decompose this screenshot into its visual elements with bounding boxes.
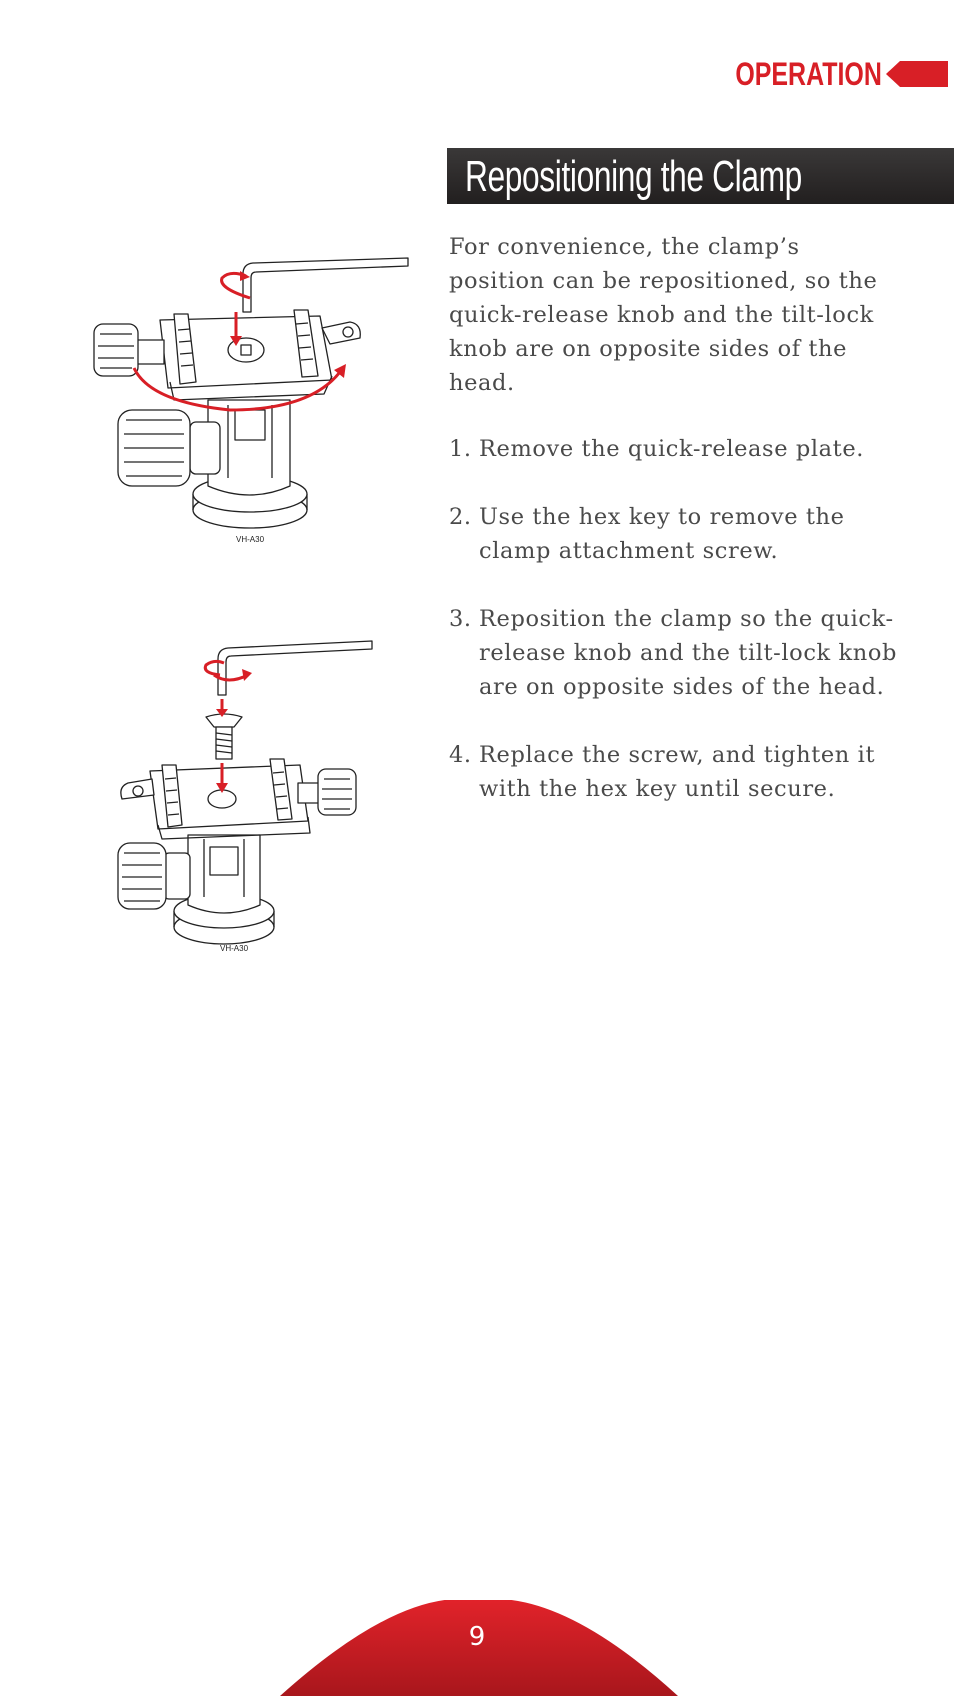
step-text: Remove the quick-release plate. [479,436,864,462]
step-text: Use the hex key to remove the clamp atta… [479,504,845,564]
clamp-rotation-illustration: VH-A30 [93,257,409,544]
step-number: 4. [449,742,472,768]
intro-paragraph: For convenience, the clamp’s position ca… [449,234,878,396]
step-item: 3. Reposition the clamp so the quick-rel… [449,602,919,704]
section-tag: OPERATION [694,54,948,94]
section-label: OPERATION [735,55,882,92]
step-text: Replace the screw, and tighten it with t… [479,742,876,802]
step-number: 1. [449,436,472,462]
title-bar: Repositioning the Clamp [447,148,954,204]
screw-removal-illustration: VH-A30 [117,640,373,953]
step-item: 1. Remove the quick-release plate. [449,432,919,466]
footer-arc [280,1600,678,1696]
model-label: VH-A30 [220,944,249,953]
step-item: 4. Replace the screw, and tighten it wit… [449,738,919,806]
step-number: 3. [449,606,472,632]
page-number: 9 [468,1622,486,1652]
section-tab-shape [886,61,948,87]
step-number: 2. [449,504,472,530]
steps-list: 1. Remove the quick-release plate. 2. Us… [449,432,919,840]
section-title: Repositioning the Clamp [465,152,802,201]
step-item: 2. Use the hex key to remove the clamp a… [449,500,919,568]
step-text: Reposition the clamp so the quick-releas… [479,606,897,700]
model-label: VH-A30 [236,535,265,544]
